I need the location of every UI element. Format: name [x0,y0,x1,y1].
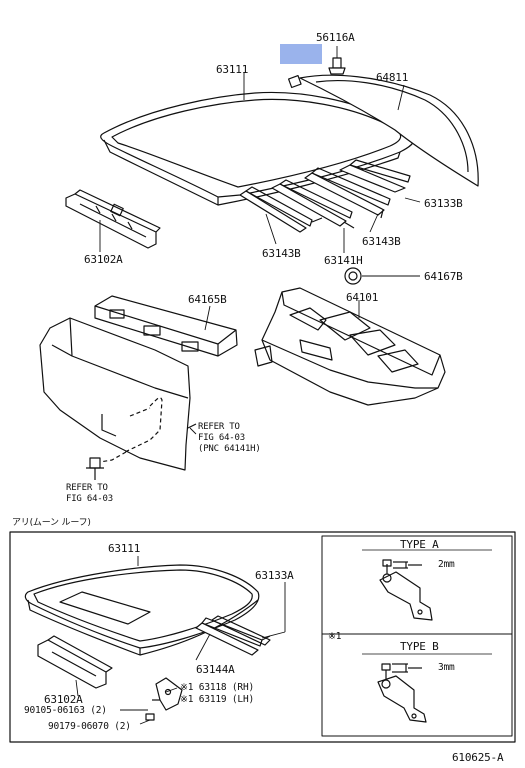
label-64101: 64101 [346,291,379,304]
refer-note-1-line3: (PNC 64141H) [198,444,261,454]
redaction-block [280,44,322,64]
type-reference-mark: ※1 [328,631,342,642]
label-63118-rh: ※1 63118 (RH) [180,682,254,693]
type-box [321,535,513,737]
label-63143B-left: 63143B [262,247,301,260]
label-63133A: 63133A [255,569,294,582]
clip-refer-illustration [86,457,104,480]
type-b-detail-illustration [377,663,427,723]
type-a-detail-illustration [379,559,433,621]
package-tray-64165B-illustration [94,295,238,357]
label-64811: 64811 [376,71,409,84]
type-b-heading: TYPE B [400,640,439,653]
label-90105-06163: 90105-06163 (2) [24,705,107,716]
type-b-dimension: 3mm [438,662,455,673]
diagram-id: 610625-A [452,751,504,764]
bracket-63118-illustration [145,677,183,721]
label-63102A-moonroof: 63102A [44,693,83,706]
leader-lines-bottom [75,556,286,725]
label-63111: 63111 [216,63,249,76]
moonroof-frame [9,531,516,743]
moonroof-bows-illustration [195,615,271,656]
label-64167B: 64167B [424,270,463,283]
label-90179-06070: 90179-06070 (2) [48,721,131,732]
refer-note-1-line1: REFER TO [198,422,240,432]
trim-panel-illustration [39,317,197,471]
label-63111-moonroof: 63111 [108,542,141,555]
label-63144A: 63144A [196,663,235,676]
refer-note-2-line2: FIG 64-03 [66,494,113,504]
moonroof-heading: アリ(ムーン ルーフ) [12,518,91,528]
roof-panel-illustration [100,91,415,206]
label-63143B-right: 63143B [362,235,401,248]
label-64165B: 64165B [188,293,227,306]
label-63141H: 63141H [324,254,363,267]
label-63102A: 63102A [84,253,123,266]
roof-bows-illustration [239,159,411,233]
leader-lines-top [99,46,421,435]
label-56116A: 56116A [316,31,355,44]
label-63133B: 63133B [424,197,463,210]
back-panel-64101-illustration [254,267,446,406]
clip-56116A-illustration [328,57,346,75]
refer-note-2-line1: REFER TO [66,483,108,493]
type-a-heading: TYPE A [400,538,439,551]
rear-window-illustration [299,74,479,187]
type-a-dimension: 2mm [438,559,455,570]
front-header-bottom-illustration [37,635,113,689]
refer-note-1-line2: FIG 64-03 [198,433,245,443]
label-63119-lh: ※1 63119 (LH) [180,694,254,705]
front-header-63102A-illustration [65,189,161,249]
